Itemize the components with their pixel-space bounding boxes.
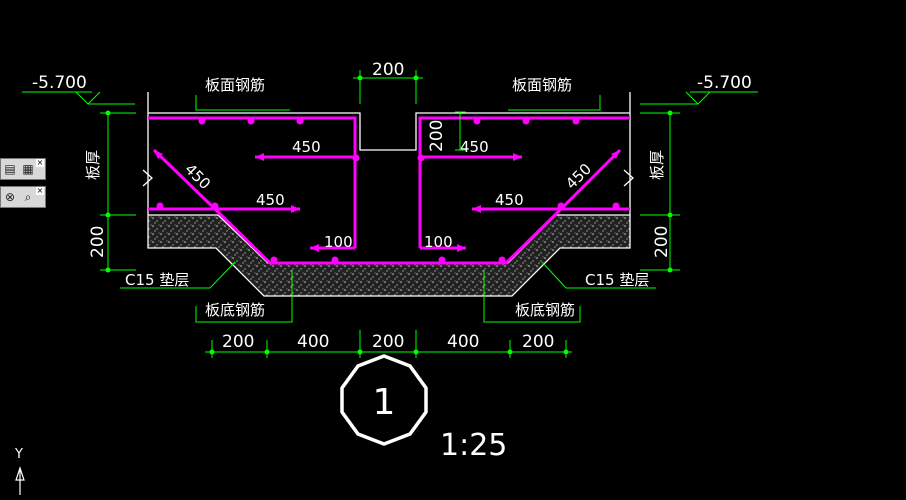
anchor-length-450-a: 450 (292, 138, 321, 156)
ucs-axis-indicator: Y (14, 447, 25, 495)
anchor-length-450-c: 450 (256, 191, 285, 209)
ucs-y-label: Y (14, 447, 23, 462)
level-mark-right: -5.700 (697, 73, 752, 93)
detail-marker: 1 (340, 354, 428, 446)
hook-100-left: 100 (324, 233, 353, 251)
top-rebar-label-right: 板面钢筋 (512, 76, 572, 94)
bottom-rebar-label-right: 板底钢筋 (515, 301, 575, 319)
top-rebar-label-left: 板面钢筋 (205, 76, 265, 94)
zoom-icon[interactable]: ⌕ (24, 190, 32, 204)
cancel-icon[interactable]: ⊗ (4, 190, 16, 204)
bottom-dim-3: 200 (372, 332, 404, 352)
floating-toolbar-1[interactable]: ▤ ▦ × (0, 158, 46, 180)
diagonal-450-left: 450 (181, 160, 214, 193)
bottom-rebar-label-left: 板底钢筋 (205, 301, 265, 319)
slab-thickness-right: 板厚 (648, 150, 666, 180)
cushion-label-left: C15 垫层 (125, 271, 189, 289)
anchor-length-450-d: 450 (495, 191, 524, 209)
level-mark-left: -5.700 (32, 73, 87, 93)
side-200-left: 200 (88, 226, 108, 258)
bottom-dim-2: 400 (297, 332, 329, 352)
cushion-label-right: C15 垫层 (585, 271, 649, 289)
floating-toolbar-2[interactable]: ⊗ ⌕ × (0, 186, 46, 208)
anchor-length-450-b: 450 (460, 138, 489, 156)
rebar-arrows (154, 150, 620, 252)
drawing-scale: 1:25 (440, 428, 507, 463)
close-icon[interactable]: × (36, 158, 44, 167)
cushion-layer (148, 215, 630, 296)
layout-icon[interactable]: ▦ (22, 162, 34, 176)
bottom-dim-4: 400 (447, 332, 479, 352)
close-icon[interactable]: × (36, 186, 44, 195)
page-icon[interactable]: ▤ (4, 162, 16, 176)
hook-100-right: 100 (424, 233, 453, 251)
slab-thickness-left: 板厚 (84, 150, 102, 180)
diagonal-450-right: 450 (562, 160, 595, 193)
inner-200-dimension: 200 (427, 120, 447, 152)
dimension-ticks (105, 75, 673, 355)
detail-number: 1 (373, 382, 396, 423)
bottom-dim-1: 200 (222, 332, 254, 352)
bottom-dim-5: 200 (522, 332, 554, 352)
dimension-lines (22, 70, 758, 358)
rebar-dots (156, 117, 620, 264)
side-200-right: 200 (652, 226, 672, 258)
top-gap-dimension: 200 (372, 60, 404, 80)
left-edge-bar (0, 0, 14, 500)
